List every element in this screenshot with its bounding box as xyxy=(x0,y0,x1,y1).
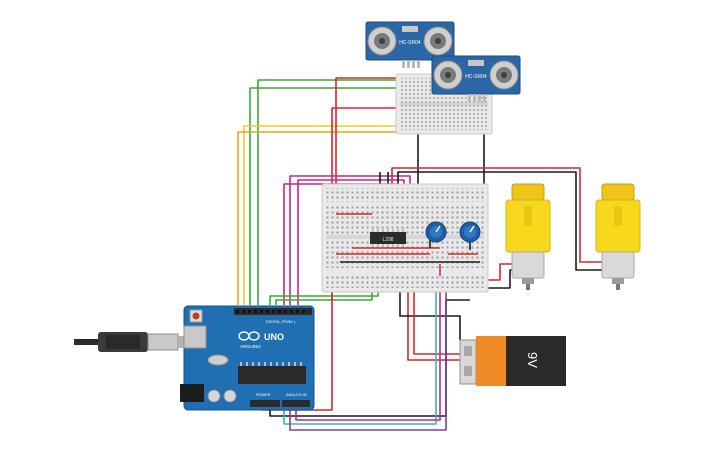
wire-yellow-1 xyxy=(243,125,470,305)
ultrasonic-sensor-1: HC-SR04 xyxy=(365,21,455,68)
dc-motor-2 xyxy=(595,183,641,290)
arduino-analog-label: ANALOG IN xyxy=(286,393,307,397)
motor-driver-chip: L298 xyxy=(370,229,406,247)
potentiometer-1 xyxy=(425,221,447,243)
wire-green-1 xyxy=(257,79,408,305)
battery-9v: 9V xyxy=(459,336,566,386)
wire-magenta-4 xyxy=(295,290,441,421)
wire-red-batt2 xyxy=(413,268,468,355)
arduino-uno: UNO ARDUINO DIGITAL (PWM~) POWER ANALOG … xyxy=(180,305,315,411)
wire-green-2 xyxy=(249,87,404,305)
wire-red-motor1 xyxy=(391,167,610,263)
wire-red-battery xyxy=(407,268,470,361)
driver-chip-label: L298 xyxy=(382,237,393,243)
arduino-brand-label: ARDUINO xyxy=(240,344,261,349)
usb-cable xyxy=(74,332,188,352)
potentiometer-2 xyxy=(459,221,481,243)
ultrasonic-sensor-2: HC-SR04 xyxy=(431,55,521,102)
arduino-digital-label: DIGITAL (PWM~) xyxy=(266,320,296,324)
sensor-2-label: HC-SR04 xyxy=(465,74,487,80)
battery-label: 9V xyxy=(525,352,540,368)
arduino-logo-icon xyxy=(238,331,260,341)
wire-black-motor1 xyxy=(397,171,610,271)
arduino-model-label: UNO xyxy=(264,332,284,342)
sensor-1-label: HC-SR04 xyxy=(399,40,421,46)
arduino-power-label: POWER xyxy=(256,393,271,397)
dc-motor-1 xyxy=(505,183,551,290)
